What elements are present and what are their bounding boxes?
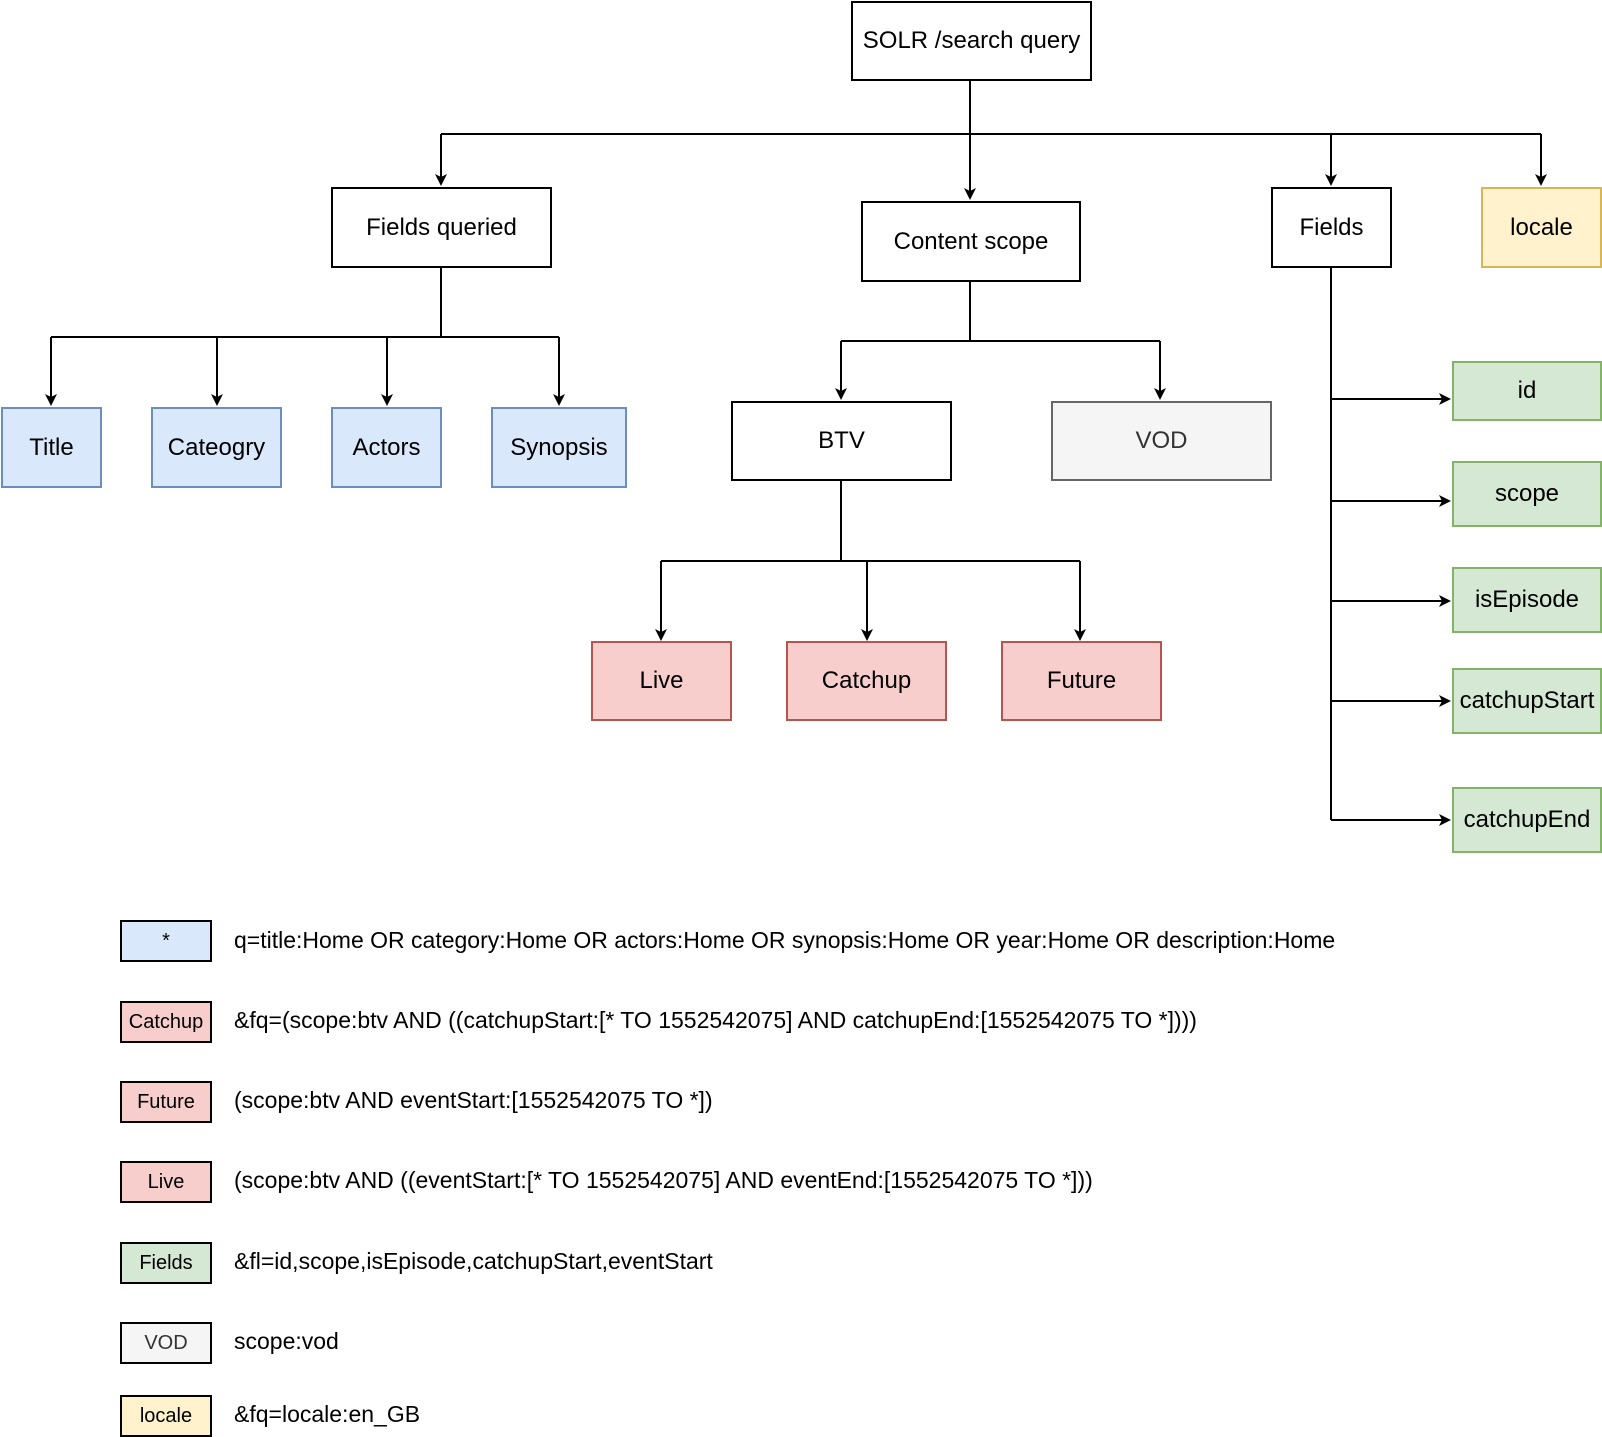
legend-text-live: (scope:btv AND ((eventStart:[* TO 155254…: [234, 1167, 1093, 1193]
legend-text-catchup: &fq=(scope:btv AND ((catchupStart:[* TO …: [234, 1007, 1197, 1033]
node-catchup: Catchup: [786, 641, 947, 721]
legend-text-future: (scope:btv AND eventStart:[1552542075 TO…: [234, 1087, 713, 1113]
edge-cs-bus: [841, 282, 1160, 342]
node-category: Cateogry: [151, 407, 282, 488]
legend-key-all-fields: *: [120, 920, 212, 962]
legend-key-future: Future: [120, 1081, 212, 1123]
legend-key-vod: VOD: [120, 1322, 212, 1364]
node-catchup-start: catchupStart: [1452, 668, 1602, 734]
legend-text-query: q=title:Home OR category:Home OR actors:…: [234, 927, 1336, 953]
node-content-scope: Content scope: [861, 201, 1081, 282]
node-title: Title: [1, 407, 102, 488]
legend-key-live: Live: [120, 1161, 212, 1203]
legend-key-catchup: Catchup: [120, 1001, 212, 1043]
node-actors: Actors: [331, 407, 442, 488]
node-future: Future: [1001, 641, 1162, 721]
legend-key-fields: Fields: [120, 1242, 212, 1284]
node-synopsis: Synopsis: [491, 407, 627, 488]
node-solr-search-query: SOLR /search query: [851, 1, 1092, 81]
edge-btv-bus: [661, 481, 1080, 562]
edge-fq-bus: [51, 268, 559, 338]
legend-key-locale: locale: [120, 1395, 212, 1437]
node-scope: scope: [1452, 461, 1602, 527]
node-fields-queried: Fields queried: [331, 187, 552, 268]
legend-text-vod: scope:vod: [234, 1328, 339, 1354]
node-is-episode: isEpisode: [1452, 567, 1602, 633]
node-btv: BTV: [731, 401, 952, 481]
node-catchup-end: catchupEnd: [1452, 787, 1602, 853]
node-id: id: [1452, 361, 1602, 421]
legend-text-fields: &fl=id,scope,isEpisode,catchupStart,even…: [234, 1248, 713, 1274]
node-live: Live: [591, 641, 732, 721]
node-fields: Fields: [1271, 187, 1392, 268]
node-vod: VOD: [1051, 401, 1272, 481]
node-locale: locale: [1481, 187, 1602, 268]
legend-text-locale: &fq=locale:en_GB: [234, 1401, 421, 1427]
